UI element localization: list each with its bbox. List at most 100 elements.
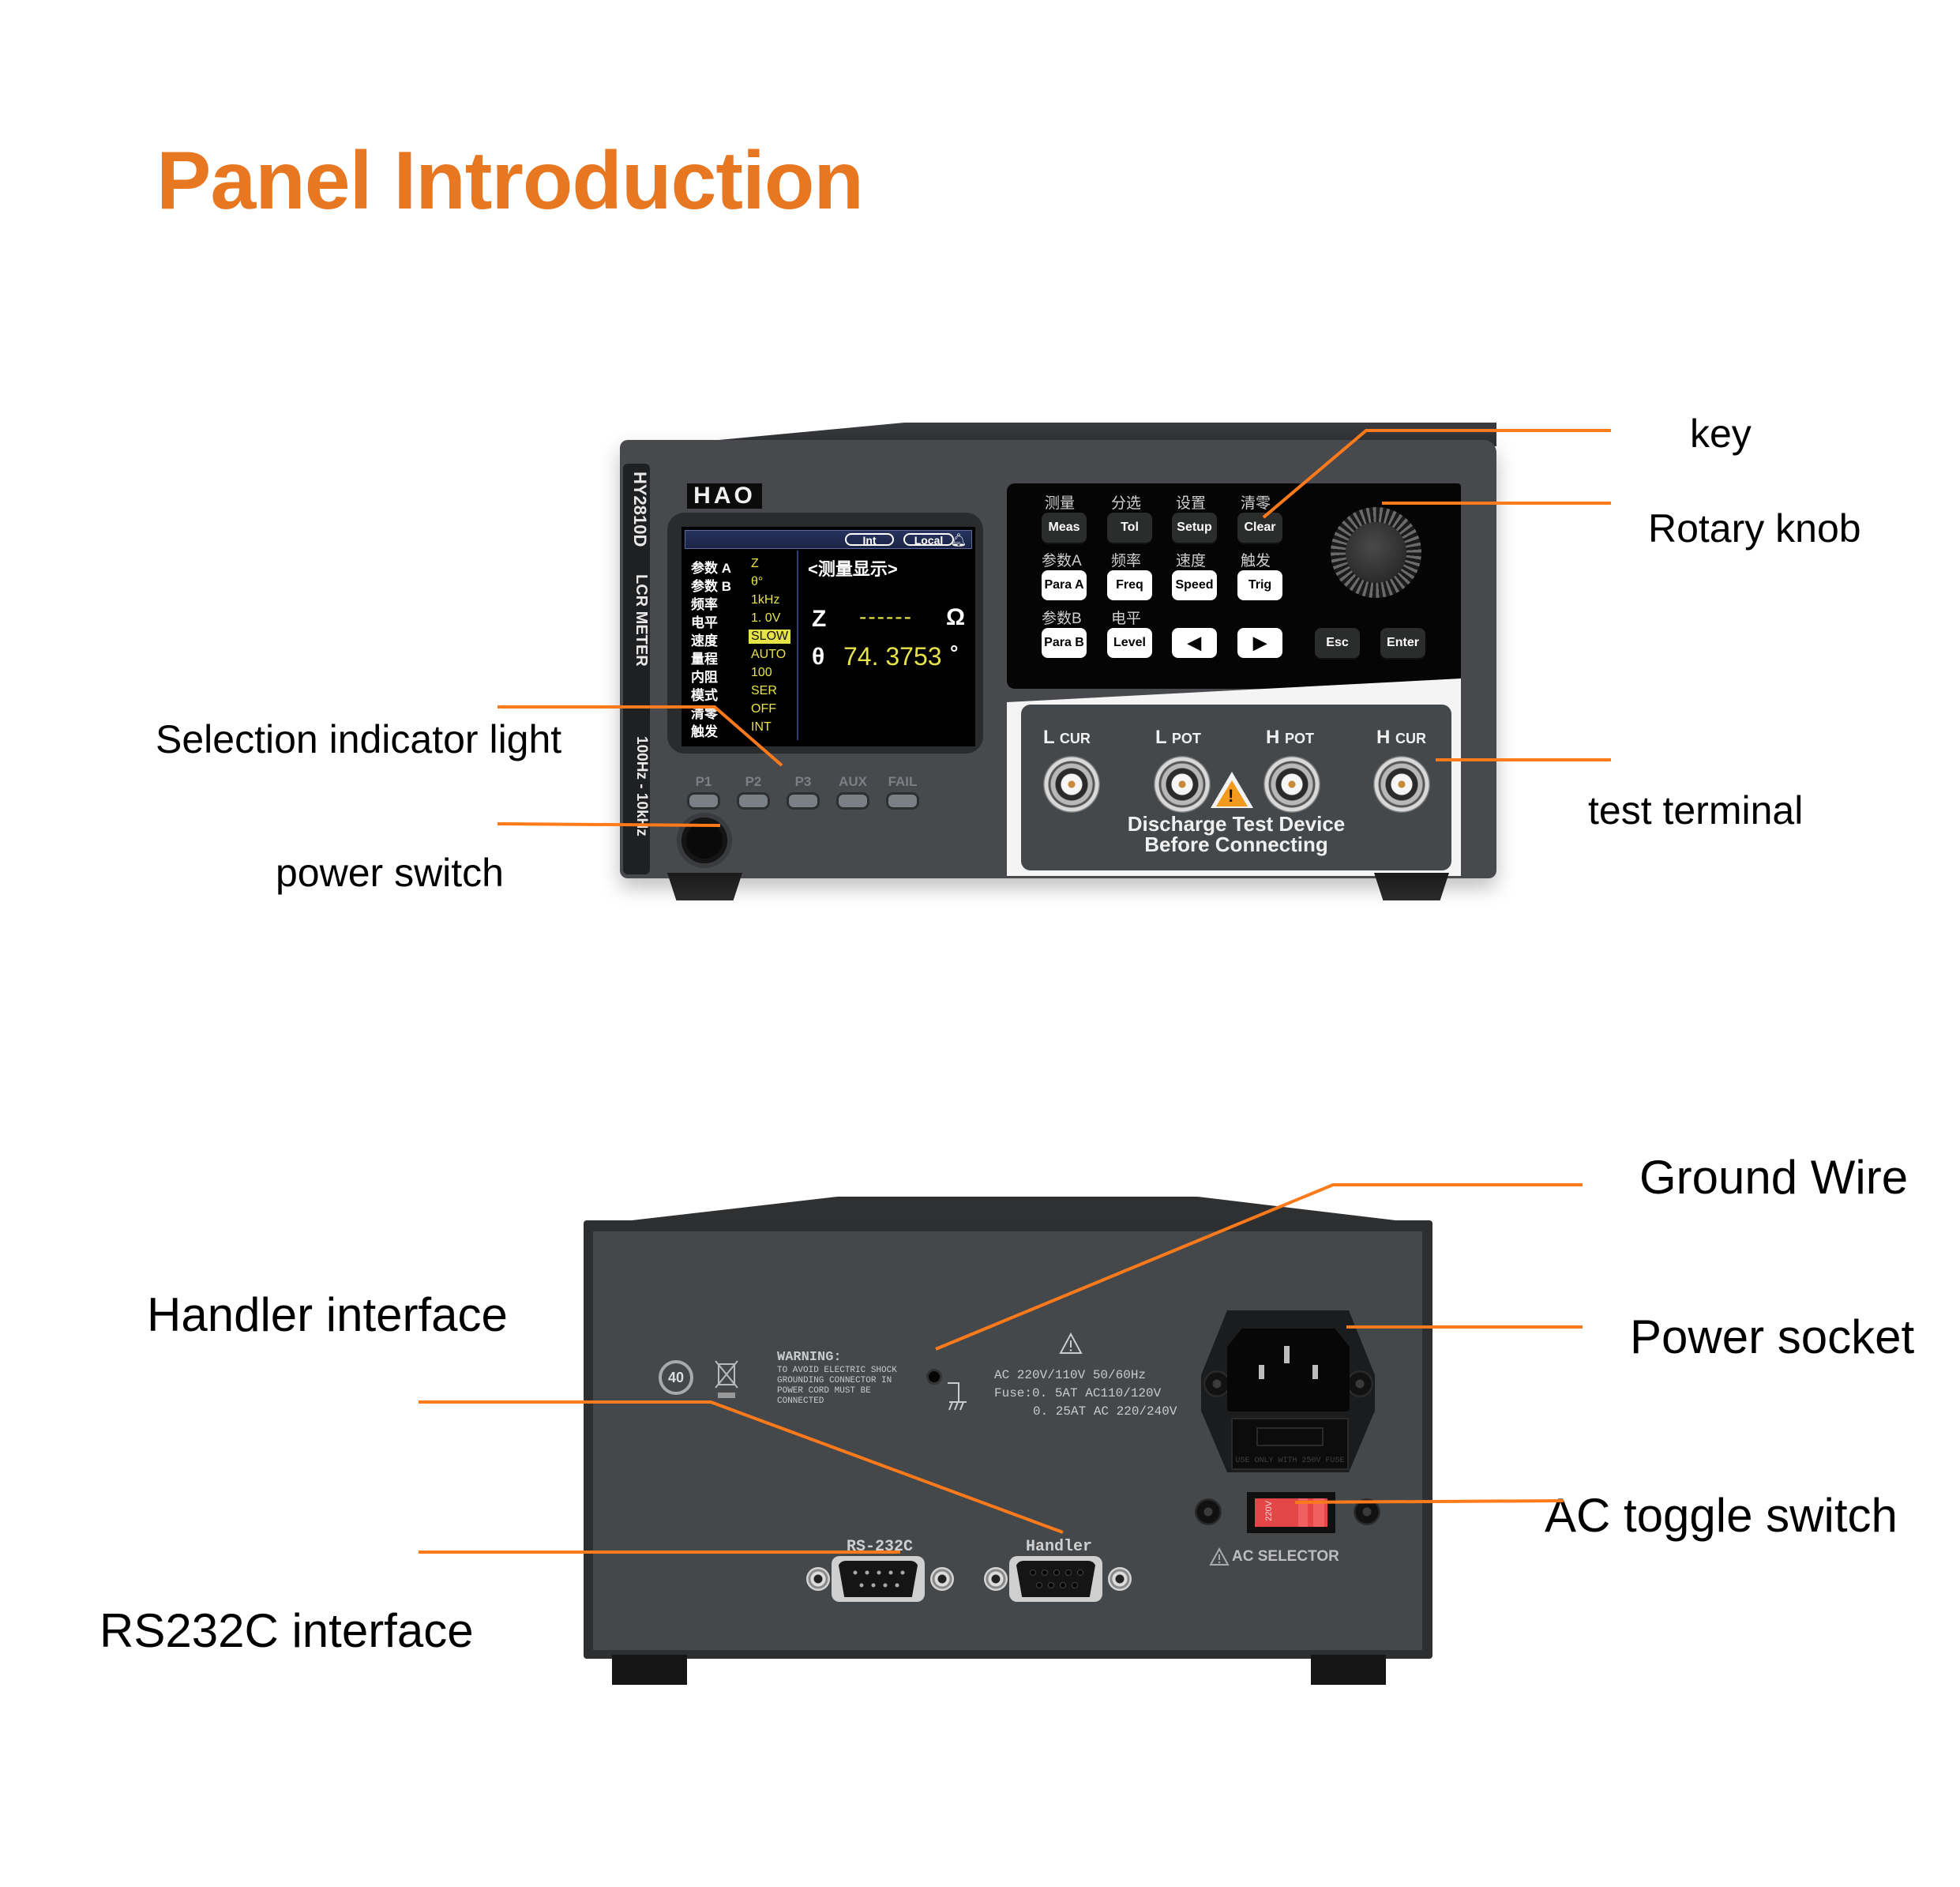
measure-heading: <测量显示> xyxy=(808,559,898,579)
rotary-knob-cap xyxy=(1346,522,1406,583)
model-strip: HY2810D LCR METER 100Hz - 10kHz xyxy=(623,464,650,874)
callout-rs232c-interface: RS232C interface xyxy=(100,1604,474,1657)
remote-status-pill: Local xyxy=(903,533,954,547)
bnc-terminal-l-pot[interactable] xyxy=(1154,756,1211,813)
page-title: Panel Introduction xyxy=(156,135,864,227)
terminal-label-l-pot-small: POT xyxy=(1171,731,1201,746)
freq-key[interactable]: Freq xyxy=(1107,570,1152,600)
terminal-warning-line-2: Before Connecting xyxy=(1144,833,1328,856)
key-caption-speed: 速度 xyxy=(1176,553,1207,569)
handler-stud-left xyxy=(984,1567,1008,1591)
lcd-param-value: 100 xyxy=(751,666,772,679)
bnc-terminal-l-cur[interactable] xyxy=(1043,756,1100,813)
selector-screw-right xyxy=(1354,1498,1380,1525)
lcd-param-label: 模式 xyxy=(691,688,718,703)
tol-key[interactable]: Tol xyxy=(1107,513,1152,543)
terminal-label-h-pot: H POT xyxy=(1266,727,1314,749)
power-spec-line-3: 0. 25AT AC 220/240V xyxy=(1033,1404,1177,1419)
terminal-label-l-cur-small: CUR xyxy=(1059,731,1091,746)
callout-test-terminal: test terminal xyxy=(1588,788,1804,833)
fuse-icon xyxy=(1256,1427,1324,1446)
trig-key[interactable]: Trig xyxy=(1237,570,1282,600)
para-b-key[interactable]: Para B xyxy=(1042,628,1087,658)
callout-ground-wire: Ground Wire xyxy=(1639,1151,1909,1204)
rear-warning-line-4: CONNECTED xyxy=(777,1396,824,1406)
key-caption-trig: 触发 xyxy=(1241,553,1271,569)
keypad-panel: 测量 分选 设置 清零 Meas Tol Setup Clear 参数A 频率 … xyxy=(1007,483,1461,689)
trigger-status-pill: Int xyxy=(845,533,894,547)
ground-symbol-icon xyxy=(944,1381,968,1417)
indicator-light-p1 xyxy=(687,792,720,810)
handler-port[interactable] xyxy=(1009,1556,1102,1602)
left-arrow-key[interactable]: ◀ xyxy=(1172,628,1217,658)
key-caption-setup: 设置 xyxy=(1176,495,1207,512)
rs232-port[interactable] xyxy=(832,1556,925,1602)
ac-toggle-switch[interactable]: 220V xyxy=(1247,1492,1335,1533)
rear-panel: 40 WARNING: TO AVOID ELECTRIC SHOCK GROU… xyxy=(593,1231,1422,1650)
key-caption-para-b: 参数B xyxy=(1042,611,1082,627)
esc-key[interactable]: Esc xyxy=(1315,628,1360,658)
callout-ac-toggle-switch: AC toggle switch xyxy=(1545,1489,1898,1542)
callout-power-socket: Power socket xyxy=(1630,1310,1915,1363)
speed-key[interactable]: Speed xyxy=(1172,570,1217,600)
key-caption-clear: 清零 xyxy=(1241,495,1271,512)
caution-triangle-icon xyxy=(1059,1332,1083,1359)
lcd-param-value: 1. 0V xyxy=(751,611,781,625)
power-socket[interactable] xyxy=(1227,1329,1350,1411)
enter-key[interactable]: Enter xyxy=(1380,628,1425,658)
terminal-label-l-cur-big: L xyxy=(1043,727,1055,748)
ac-voltage-value: 220V xyxy=(1264,1501,1274,1521)
rear-warning-title: WARNING: xyxy=(777,1350,842,1365)
lcd-param-value: SLOW xyxy=(749,630,791,644)
model-name: HY2810D xyxy=(630,472,650,547)
socket-pin-left xyxy=(1259,1365,1264,1379)
front-body: HY2810D LCR METER 100Hz - 10kHz HAO Int … xyxy=(620,440,1496,878)
ground-terminal[interactable] xyxy=(926,1369,942,1385)
power-switch[interactable] xyxy=(677,813,732,868)
callout-handler-interface: Handler interface xyxy=(147,1288,508,1341)
level-key[interactable]: Level xyxy=(1107,628,1152,658)
lcd-param-value: INT xyxy=(751,720,772,734)
brand-logo: HAO xyxy=(687,483,762,509)
callout-selection-indicator-light: Selection indicator light xyxy=(156,717,562,761)
handler-label: Handler xyxy=(1026,1538,1093,1556)
key-caption-meas: 测量 xyxy=(1045,495,1076,512)
secondary-unit: ° xyxy=(950,641,959,664)
power-spec-line-1: AC 220V/110V 50/60Hz xyxy=(994,1368,1147,1382)
lcd-param-value: OFF xyxy=(751,702,776,716)
indicator-light-fail xyxy=(886,792,919,810)
right-arrow-key[interactable]: ▶ xyxy=(1237,628,1282,658)
setup-key[interactable]: Setup xyxy=(1172,513,1217,543)
primary-value: ------ xyxy=(859,604,913,629)
device-type: LCR METER xyxy=(633,574,650,667)
socket-pin-right xyxy=(1312,1365,1318,1379)
fuse-holder[interactable]: USE ONLY WITH 250V FUSE xyxy=(1231,1418,1349,1470)
primary-symbol: Z xyxy=(812,606,827,632)
para-a-key[interactable]: Para A xyxy=(1042,570,1087,600)
callout-power-switch: power switch xyxy=(276,851,504,895)
rear-warning-line-2: GROUNDING CONNECTOR IN xyxy=(777,1376,892,1385)
bell-icon: 🔔︎ xyxy=(950,534,967,547)
rotary-knob[interactable] xyxy=(1331,507,1421,598)
clear-key[interactable]: Clear xyxy=(1237,513,1282,543)
lcd-status-bar: Int Local 🔔︎ xyxy=(685,530,972,549)
terminal-label-h-cur-small: CUR xyxy=(1395,731,1427,746)
rs232-stud-right xyxy=(930,1567,954,1591)
socket-pin-ground xyxy=(1284,1346,1290,1363)
eco-badge: 40 xyxy=(659,1360,693,1395)
bnc-terminal-h-cur[interactable] xyxy=(1373,756,1430,813)
bnc-terminal-h-pot[interactable] xyxy=(1263,756,1320,813)
meas-key[interactable]: Meas xyxy=(1042,513,1087,543)
socket-screw-left xyxy=(1203,1370,1230,1397)
terminal-label-l-pot: L POT xyxy=(1155,727,1201,749)
indicator-light-aux xyxy=(836,792,869,810)
indicator-label-p1: P1 xyxy=(695,774,712,789)
lcd-param-label: 频率 xyxy=(691,597,718,612)
lcd-param-value: θ° xyxy=(751,575,764,588)
